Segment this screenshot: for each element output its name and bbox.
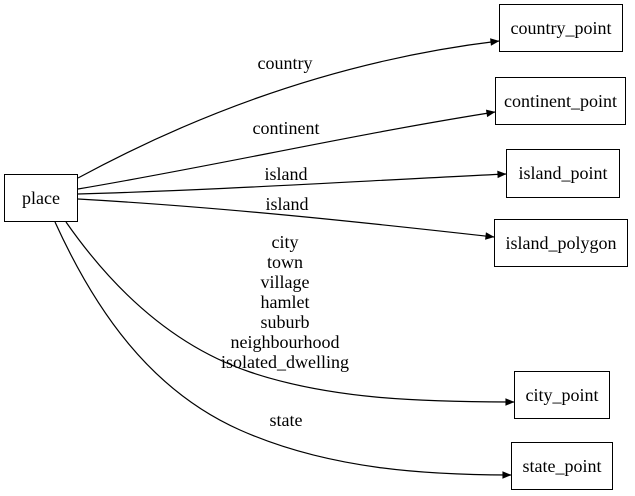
edge-place-state_point	[54, 221, 512, 479]
edge-label-island-polygon: island	[265, 194, 309, 214]
edge-label-country: country	[257, 53, 313, 73]
edge-place-continent_point	[77, 109, 496, 190]
node-place: place	[4, 174, 78, 222]
node-state-point: state_point	[511, 442, 613, 490]
edge-place-island_point	[77, 170, 507, 195]
edge-label-state: state	[269, 410, 303, 430]
node-country-point: country_point	[499, 4, 623, 52]
edge-place-island_polygon	[77, 198, 495, 240]
edge-place-country_point	[77, 38, 500, 179]
edge-label-continent: continent	[252, 118, 320, 138]
node-island-polygon: island_polygon	[494, 219, 628, 267]
node-island-point: island_point	[506, 149, 620, 198]
node-continent-point: continent_point	[495, 77, 626, 125]
edge-label-island-point: island	[264, 164, 308, 184]
edge-label-city-group: city town village hamlet suburb neighbou…	[221, 232, 349, 372]
node-city-point: city_point	[514, 371, 610, 419]
edge-place-city_point	[65, 221, 515, 406]
